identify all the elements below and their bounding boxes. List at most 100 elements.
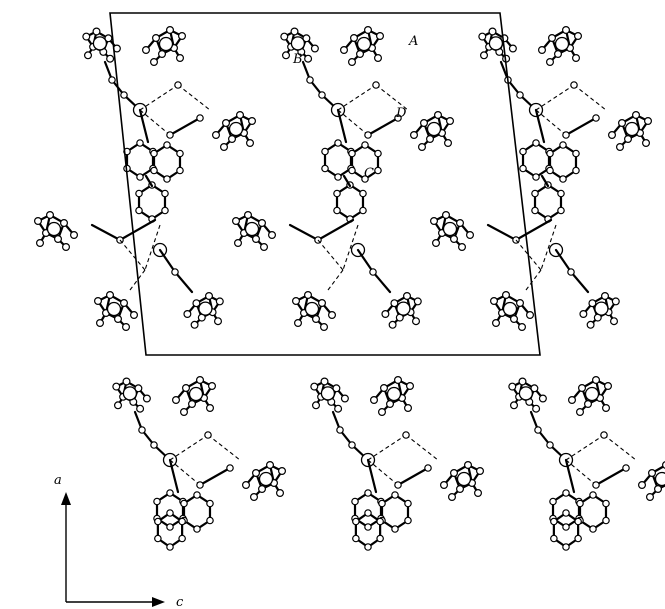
atom bbox=[176, 149, 184, 158]
atom bbox=[236, 110, 245, 119]
atom bbox=[379, 384, 388, 393]
atom bbox=[351, 497, 359, 506]
bond bbox=[103, 60, 142, 112]
atom bbox=[394, 481, 402, 489]
hydrogen-bond bbox=[139, 84, 179, 111]
atom bbox=[607, 130, 616, 139]
hydrogen-bond bbox=[327, 269, 344, 291]
atom bbox=[444, 139, 453, 148]
label-molecule-c: C bbox=[364, 166, 374, 181]
atom bbox=[546, 166, 554, 175]
unit-cell-outline bbox=[109, 12, 541, 356]
atom bbox=[92, 27, 101, 36]
atom bbox=[553, 49, 562, 58]
atom bbox=[403, 403, 412, 412]
atom bbox=[258, 484, 267, 493]
bond bbox=[499, 60, 538, 112]
atom bbox=[373, 53, 382, 62]
atom bbox=[394, 114, 402, 122]
atom bbox=[363, 26, 372, 35]
atom bbox=[424, 464, 432, 472]
atom bbox=[376, 517, 384, 526]
atom bbox=[35, 239, 44, 248]
heavy-atom bbox=[488, 36, 504, 51]
bond bbox=[168, 458, 180, 494]
atom bbox=[192, 299, 201, 308]
atom bbox=[318, 91, 326, 99]
pendant-ring bbox=[352, 509, 384, 551]
hydrogen-bond bbox=[573, 84, 607, 111]
heavy-atom bbox=[244, 221, 260, 237]
atom bbox=[193, 491, 201, 499]
atom bbox=[105, 291, 115, 300]
atom bbox=[165, 26, 174, 35]
atom bbox=[339, 45, 348, 54]
atom bbox=[632, 110, 641, 119]
atom bbox=[516, 91, 524, 99]
atom bbox=[547, 34, 556, 43]
heavy-atom bbox=[426, 121, 442, 137]
hydrogen-bond bbox=[337, 84, 377, 111]
hydrogen-bond bbox=[119, 239, 146, 271]
atom bbox=[537, 45, 546, 54]
atom bbox=[662, 461, 665, 469]
atom bbox=[141, 45, 150, 54]
heavy-atom bbox=[158, 36, 174, 52]
atom bbox=[178, 534, 186, 543]
atom bbox=[171, 268, 179, 276]
bond bbox=[534, 108, 546, 144]
atom bbox=[572, 149, 580, 158]
atom bbox=[59, 219, 68, 228]
atom bbox=[293, 319, 303, 328]
atom bbox=[447, 493, 456, 502]
hydrogen-bond bbox=[169, 434, 209, 461]
atom bbox=[266, 460, 275, 469]
pendant-ring bbox=[154, 509, 186, 551]
atom bbox=[559, 175, 567, 183]
atom bbox=[349, 34, 358, 43]
atom bbox=[508, 44, 517, 53]
bond bbox=[301, 60, 340, 112]
atom bbox=[149, 57, 158, 66]
atom bbox=[251, 235, 260, 244]
molecule-layer bbox=[33, 26, 665, 551]
atom bbox=[441, 211, 450, 220]
atom bbox=[181, 384, 190, 393]
heavy-atom bbox=[554, 36, 570, 52]
bond bbox=[564, 116, 598, 137]
atom bbox=[583, 399, 592, 408]
molecule-motif bbox=[231, 26, 455, 332]
heavy-atom bbox=[258, 471, 274, 487]
bond bbox=[594, 466, 628, 487]
atom bbox=[154, 517, 162, 526]
atom bbox=[600, 292, 609, 301]
atom bbox=[530, 384, 539, 393]
atom bbox=[130, 311, 139, 320]
heavy-atom bbox=[304, 301, 320, 317]
atom bbox=[376, 534, 384, 543]
bond bbox=[133, 410, 172, 462]
atom bbox=[570, 81, 578, 89]
atom bbox=[573, 32, 582, 41]
atom bbox=[546, 441, 554, 449]
atom bbox=[163, 175, 171, 183]
atom bbox=[526, 311, 535, 320]
atom bbox=[545, 57, 554, 66]
atom bbox=[449, 235, 458, 244]
atom bbox=[243, 211, 252, 220]
heavy-atom bbox=[584, 386, 600, 402]
heavy-atom bbox=[356, 36, 372, 52]
atom bbox=[550, 517, 558, 526]
hydrogen-bond bbox=[144, 224, 161, 271]
atom bbox=[153, 497, 161, 506]
hydrogen-bond bbox=[565, 434, 605, 461]
atom bbox=[310, 382, 319, 391]
atom bbox=[510, 401, 519, 410]
atom bbox=[219, 143, 228, 152]
atom bbox=[174, 81, 182, 89]
atom bbox=[355, 49, 364, 58]
atom bbox=[611, 297, 620, 306]
atom bbox=[328, 311, 337, 320]
bond bbox=[533, 183, 563, 221]
